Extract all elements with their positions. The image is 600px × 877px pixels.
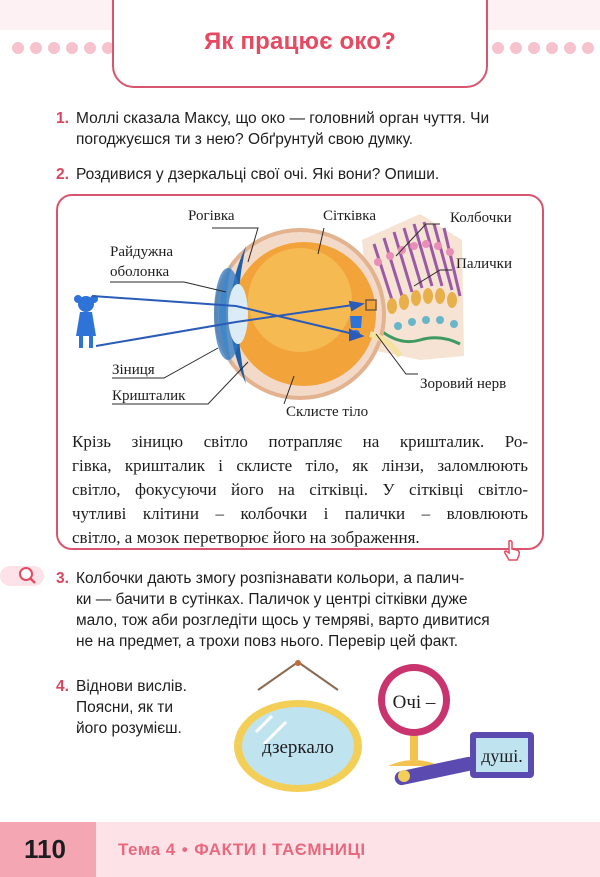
- label-retina: Сітківка: [323, 208, 376, 224]
- label-pupil: Зіниця: [112, 362, 155, 378]
- explanation-line: Крізь зіницю світло потрапляє на криштал…: [72, 432, 528, 451]
- label-iris-line2: оболонка: [110, 264, 170, 280]
- task-text-line: Віднови вислів.: [76, 678, 187, 695]
- decor-dots-left: [12, 42, 114, 54]
- retina-cells-illustration: [362, 214, 464, 360]
- leader-rods: [413, 269, 452, 287]
- task-text-line: погоджуєшся ти з нею? Обґрунтуй свою дум…: [76, 131, 414, 148]
- task-text-line: ки — бачити в сутінках. Паличок у центрі…: [76, 591, 468, 608]
- retina-zoom-marker: [365, 299, 377, 311]
- eyeball-illustration: [214, 228, 403, 400]
- topic-separator: •: [181, 840, 189, 859]
- task-text-line: мало, тож аби розгледіти щось у темряві,…: [76, 612, 490, 629]
- explanation-line: гівка, кришталик і склисте тіло, як лінз…: [72, 456, 528, 475]
- task-text-line: Поясни, як ти: [76, 699, 173, 716]
- decor-dots-right: [492, 42, 594, 54]
- explanation-line: чутливі клітини – колбочки і палички – в…: [72, 504, 528, 523]
- topic-subtitle: ФАКТИ І ТАЄМНИЦІ: [194, 840, 366, 859]
- label-vitreous: Склисте тіло: [286, 404, 368, 420]
- hanging-mirror-illustration: дзеркало: [234, 660, 362, 792]
- label-optic-nerve: Зоровий нерв: [420, 376, 506, 392]
- task-2: 2. Роздивися у дзеркальці свої очі. Які …: [56, 164, 546, 185]
- task-3: 3. Колбочки дають змогу розпізнавати кол…: [56, 568, 546, 652]
- table-mirror-illustration: Очі –: [378, 664, 450, 766]
- explanation-line: світло, а мозок перетворює його на зобра…: [72, 528, 420, 547]
- task-4: 4. Віднови вислів. Поясни, як ти його ро…: [56, 676, 236, 739]
- light-rays: [91, 295, 365, 347]
- leader-pupil: [112, 347, 219, 379]
- label-cornea: Рогівка: [188, 208, 235, 224]
- label-lens: Кришталик: [112, 388, 186, 404]
- leader-cornea: [212, 227, 259, 263]
- saying-mirrors: дзеркало Очі – душі.: [234, 660, 534, 792]
- task-number: 4.: [56, 678, 69, 695]
- hand-mirror-illustration: душі.: [394, 732, 534, 786]
- task-number: 3.: [56, 570, 69, 587]
- task-text-line: Роздивися у дзеркальці свої очі. Які вон…: [76, 166, 440, 183]
- page-number-tab: [0, 822, 96, 877]
- leader-iris: [110, 281, 227, 293]
- task-number: 2.: [56, 166, 69, 183]
- title-box: Як працює око?: [112, 0, 488, 88]
- saying-word-eyes: Очі –: [393, 692, 436, 713]
- page-footer: 110 Тема 4 • ФАКТИ І ТАЄМНИЦІ: [0, 822, 600, 877]
- label-iris-line1: Райдужна: [110, 244, 173, 260]
- leader-cones: [395, 223, 440, 257]
- footer-topic: Тема 4 • ФАКТИ І ТАЄМНИЦІ: [118, 840, 366, 860]
- task-text-line: Моллі сказала Максу, що око — головний о…: [76, 110, 490, 127]
- page-title: Як працює око?: [203, 28, 397, 55]
- label-cones: Колбочки: [450, 210, 512, 226]
- girl-figure-icon: [74, 295, 98, 348]
- explanation-line: світло, фокусуючи його на сітківці. У сі…: [72, 480, 528, 499]
- task-text-line: його розумієш.: [76, 720, 182, 737]
- topic-label: Тема 4: [118, 840, 176, 859]
- task-number: 1.: [56, 110, 69, 127]
- task-text-line: Колбочки дають змогу розпізнавати кольор…: [76, 570, 465, 587]
- footer-band: [96, 822, 600, 877]
- label-rods: Палички: [456, 256, 512, 272]
- task-text-line: не на предмет, а трохи повз нього. Перев…: [76, 633, 459, 650]
- leader-vitreous: [283, 375, 295, 405]
- magnifier-icon: [0, 566, 44, 586]
- leader-optic-nerve: [375, 333, 418, 375]
- hand-pointer-icon: [503, 539, 520, 561]
- page-number: 110: [24, 834, 66, 864]
- eye-explanation-text: Крізь зіницю світло потрапляє на криштал…: [72, 430, 528, 550]
- leader-retina: [317, 227, 325, 255]
- saying-word-mirror: дзеркало: [262, 737, 334, 758]
- leader-lens: [112, 361, 249, 405]
- saying-word-soul: душі.: [481, 746, 523, 766]
- eye-diagram: Рогівка Сітківка Колбочки Райдужна оболо…: [74, 208, 512, 420]
- task-1: 1. Моллі сказала Максу, що око — головни…: [56, 108, 546, 150]
